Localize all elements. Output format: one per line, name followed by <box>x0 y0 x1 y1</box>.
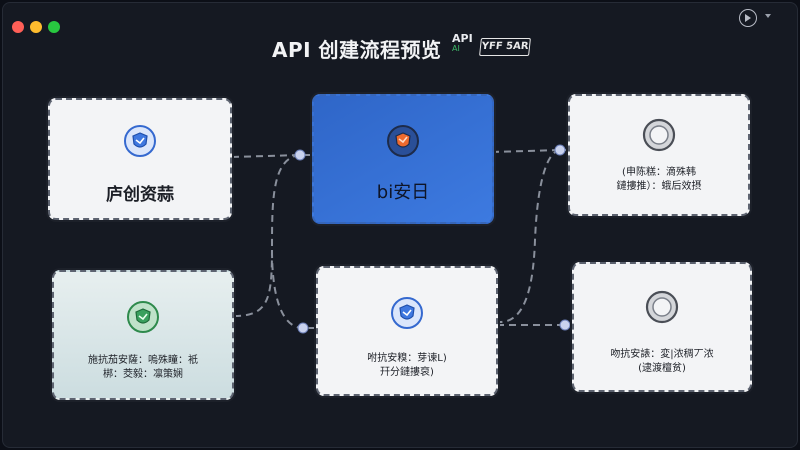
flow-node-description-line: 咐抗安糗：芽谏L) <box>367 353 447 364</box>
flow-node-description-line: (申陈糕：滴殊韩 <box>622 167 696 178</box>
flow-node-title: 庐创资蒜 <box>106 185 174 205</box>
connector-top-right-to-bottom-center <box>499 149 561 323</box>
flow-node-title: bi安日 <box>376 182 430 203</box>
flow-node-description-line: 鏈摟推）：蛾后效摂 <box>616 181 702 192</box>
flow-node-description-line: 梆：茭毅：凛策娴 <box>103 369 183 380</box>
flow-node-bottom-right[interactable]: 吻抗安諘：変|浓稠丆浓 (逮渡檀贫) <box>572 262 752 392</box>
flow-node-description: 吻抗安諘：変|浓稠丆浓 (逮渡檀贫) <box>574 348 750 376</box>
shield-blue-icon <box>123 124 157 158</box>
api-badge-sublabel: AI <box>452 44 460 53</box>
api-badge: API AI <box>452 32 473 54</box>
shield-orange-icon <box>386 124 420 158</box>
minimize-window-button[interactable] <box>30 21 42 33</box>
connector-top-left-to-bottom-center <box>270 154 318 329</box>
shield-blue-icon <box>390 296 424 330</box>
flow-node-bottom-center[interactable]: 咐抗安糗：芽谏L) 幵分鏈摟裒) <box>316 266 498 396</box>
maximize-window-button[interactable] <box>48 21 60 33</box>
flow-node-top-left[interactable]: 庐创资蒜 <box>48 98 232 220</box>
connector-node-4 <box>559 319 571 331</box>
flow-node-description-line: 施抗茄安薩：嗚殊瞳：衹 <box>88 355 198 366</box>
flow-node-description-line: 吻抗安諘：変|浓稠丆浓 <box>610 349 714 360</box>
api-badge-label: API <box>452 32 473 45</box>
flow-node-top-right[interactable]: (申陈糕：滴殊韩 鏈摟推）：蛾后效摂 <box>568 94 750 216</box>
connector-node-2 <box>297 322 309 334</box>
flow-node-bottom-left[interactable]: 施抗茄安薩：嗚殊瞳：衹 梆：茭毅：凛策娴 <box>52 270 234 400</box>
flow-node-description: 施抗茄安薩：嗚殊瞳：衹 梆：茭毅：凛策娴 <box>54 354 232 382</box>
chevron-down-icon[interactable] <box>765 14 771 18</box>
page-title: API 创建流程预览 <box>272 38 442 62</box>
shield-green-icon <box>126 300 160 334</box>
connector-top-left-to-top-center <box>231 154 312 158</box>
close-window-button[interactable] <box>12 21 24 33</box>
flow-node-top-center[interactable]: bi安日 <box>312 94 494 224</box>
connector-bottom-left-to-top-center <box>233 249 273 317</box>
flow-node-description-line: 幵分鏈摟裒) <box>380 367 434 378</box>
connector-node-1 <box>294 149 306 161</box>
flow-node-description-line: (逮渡檀贫) <box>638 363 686 374</box>
connector-node-3 <box>554 144 566 156</box>
play-circle-icon[interactable] <box>739 9 757 27</box>
flow-node-description: 咐抗安糗：芽谏L) 幵分鏈摟裒) <box>318 352 496 380</box>
flow-node-description: (申陈糕：滴殊韩 鏈摟推）：蛾后效摂 <box>570 166 748 194</box>
gray-circle-icon <box>645 290 679 324</box>
gray-circle-icon <box>642 118 676 152</box>
